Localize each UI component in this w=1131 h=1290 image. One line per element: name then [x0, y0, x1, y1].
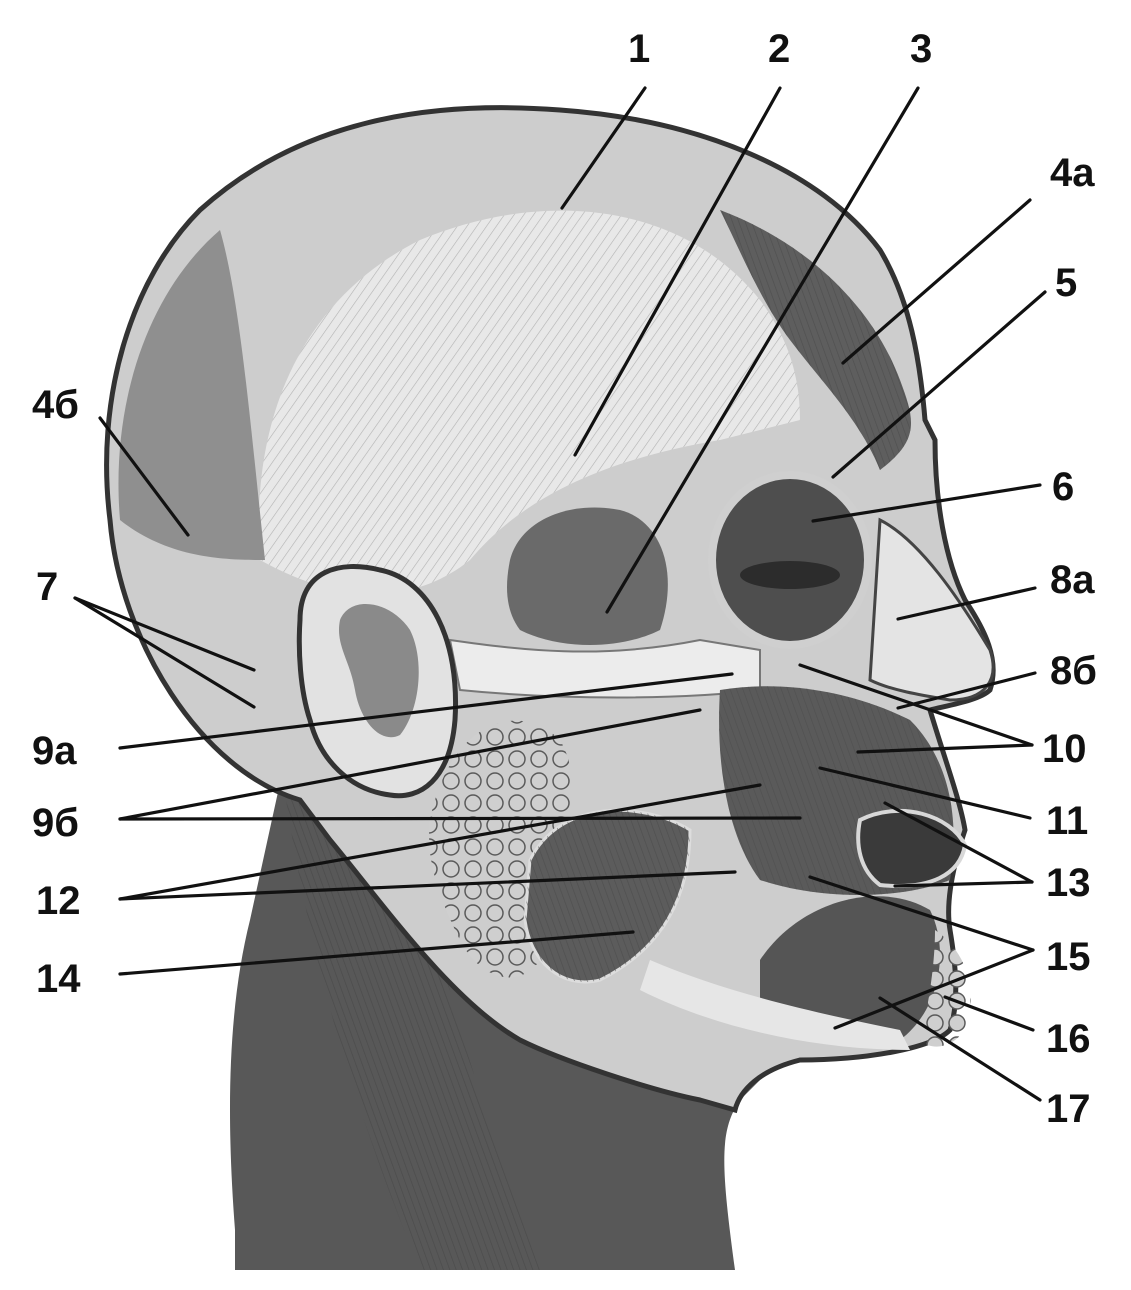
occipital-belly — [118, 230, 266, 560]
chin-tissue — [920, 930, 971, 1047]
leader-13-lower — [893, 880, 1034, 888]
leader-3 — [605, 86, 920, 614]
leader-9b-lower — [118, 816, 802, 821]
label-7: 7 — [36, 565, 58, 609]
neck-muscle-strands — [280, 760, 540, 1270]
leader-15-upper — [808, 875, 1035, 952]
leader-7-lower — [73, 596, 256, 709]
label-11: 11 — [1046, 799, 1088, 843]
leader-8b — [896, 671, 1037, 710]
leader-8a — [896, 586, 1037, 621]
leader-12-lower — [118, 870, 737, 901]
label-1: 1 — [628, 27, 650, 71]
label-15: 15 — [1046, 935, 1091, 979]
leader-9a — [118, 672, 734, 750]
temporal-muscle — [507, 507, 668, 645]
label-5: 5 — [1055, 261, 1077, 305]
leader-4b — [98, 416, 190, 537]
frontal-belly-fibers — [720, 210, 912, 470]
leader-11 — [818, 766, 1032, 820]
label-9a: 9а — [32, 729, 77, 773]
leader-10-lower — [856, 743, 1034, 754]
leader-2 — [573, 86, 782, 457]
label-16: 16 — [1046, 1017, 1091, 1061]
label-6: 6 — [1052, 465, 1074, 509]
label-4b: 4б — [32, 383, 79, 427]
leader-17 — [878, 996, 1042, 1102]
mandible-border — [640, 960, 910, 1050]
leader-14 — [118, 930, 635, 976]
orbicularis-oculi — [708, 471, 872, 649]
leader-15-lower — [833, 948, 1035, 1030]
leader-12-upper — [118, 783, 762, 901]
leader-6 — [811, 483, 1042, 523]
leader-13-upper — [883, 801, 1034, 884]
mouth-orbicularis — [856, 808, 968, 888]
leader-9b-upper — [118, 708, 702, 821]
eyelid — [740, 561, 840, 589]
leader-16 — [943, 995, 1035, 1032]
leader-7-upper — [73, 596, 256, 672]
label-13: 13 — [1046, 861, 1091, 905]
leader-4a — [841, 198, 1032, 365]
label-3: 3 — [910, 27, 932, 71]
leader-1 — [560, 86, 647, 210]
label-10: 10 — [1042, 727, 1087, 771]
label-2: 2 — [768, 27, 790, 71]
aponeurosis-fibers — [258, 210, 800, 594]
leader-5 — [831, 290, 1047, 479]
ear-inner — [338, 603, 419, 738]
label-9b: 9б — [32, 801, 79, 845]
label-8b: 8б — [1050, 649, 1097, 693]
label-4a: 4а — [1050, 151, 1095, 195]
label-17: 17 — [1046, 1087, 1091, 1131]
label-14: 14 — [36, 957, 81, 1001]
label-8a: 8а — [1050, 558, 1095, 602]
leader-10-upper — [798, 663, 1034, 747]
label-12: 12 — [36, 879, 81, 923]
